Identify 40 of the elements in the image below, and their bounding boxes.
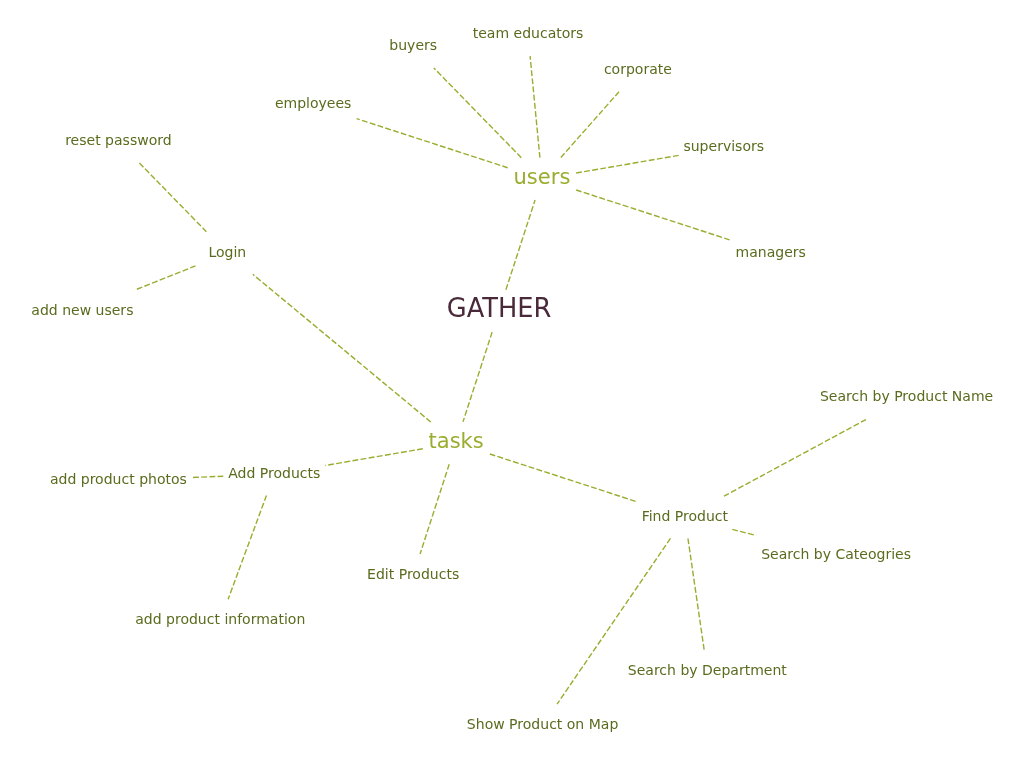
node-text: Login bbox=[208, 243, 247, 260]
connector bbox=[723, 417, 869, 497]
node-text: Edit Products bbox=[367, 565, 460, 582]
node-text: Find Product bbox=[641, 507, 729, 524]
connector bbox=[687, 537, 705, 651]
connector bbox=[134, 264, 197, 291]
connector bbox=[560, 90, 620, 158]
connector bbox=[731, 528, 757, 536]
connector bbox=[190, 475, 224, 478]
node-text: add product information bbox=[135, 610, 306, 627]
connector bbox=[419, 463, 450, 555]
connector bbox=[529, 54, 541, 158]
connector bbox=[324, 447, 424, 466]
connector bbox=[433, 66, 522, 158]
connector bbox=[252, 273, 432, 423]
node-text: GATHER bbox=[446, 292, 552, 323]
node-text: tasks bbox=[428, 427, 484, 453]
node-text: Search by Cateogries bbox=[761, 545, 911, 562]
connector bbox=[575, 154, 680, 174]
node-text: corporate bbox=[603, 60, 672, 77]
connector bbox=[505, 198, 536, 290]
connector bbox=[138, 161, 208, 232]
node-text: buyers bbox=[389, 36, 438, 53]
node-text: Show Product on Map bbox=[466, 715, 619, 732]
connector bbox=[556, 537, 672, 705]
node-text: users bbox=[513, 163, 571, 189]
connector bbox=[575, 188, 731, 241]
connector bbox=[355, 117, 509, 168]
node-text: employees bbox=[274, 94, 352, 111]
node-text: supervisors bbox=[683, 137, 765, 154]
connector bbox=[227, 494, 268, 600]
connector bbox=[462, 330, 493, 423]
node-text: reset password bbox=[65, 131, 172, 148]
node-text: Search by Department bbox=[627, 661, 787, 678]
node-text: add product photos bbox=[49, 470, 187, 487]
node-text: Add Products bbox=[228, 464, 321, 481]
node-text: team educators bbox=[472, 24, 584, 41]
node-text: managers bbox=[735, 243, 806, 260]
node-text: add new users bbox=[31, 301, 134, 318]
node-text: Search by Product Name bbox=[819, 387, 994, 404]
